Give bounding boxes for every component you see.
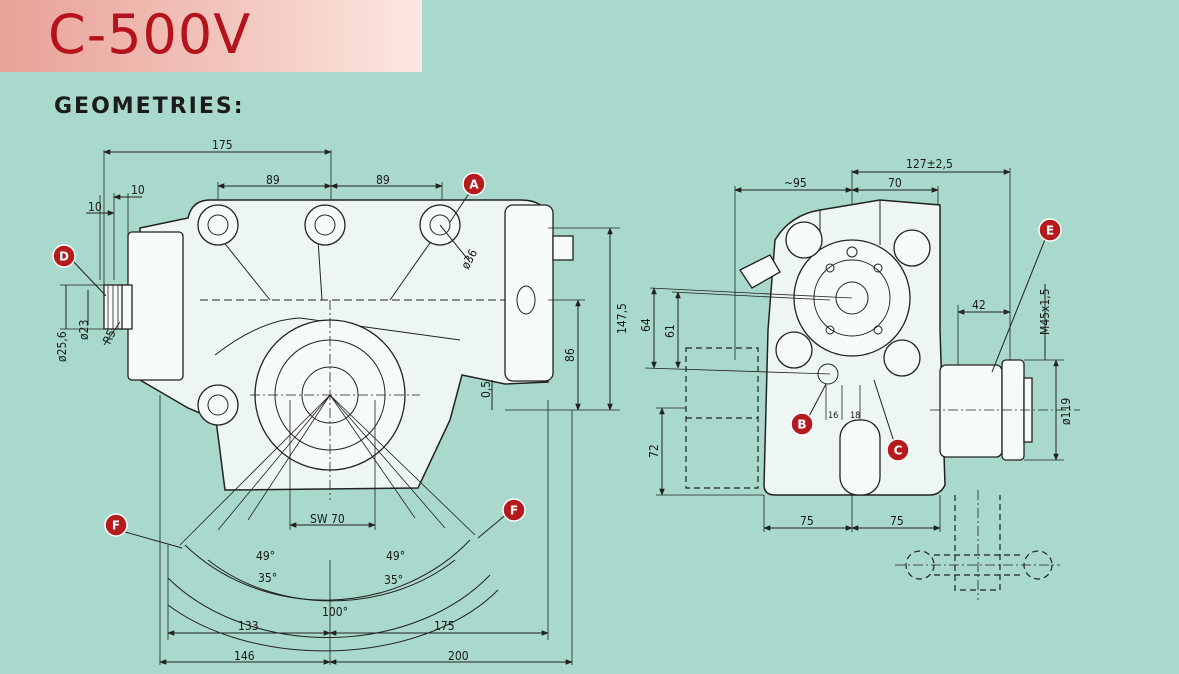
marker-f-right: F (502, 498, 526, 522)
svg-text:F: F (510, 504, 518, 518)
dim-42: 42 (972, 298, 986, 312)
dim-133: 133 (238, 619, 259, 633)
svg-text:F: F (112, 519, 120, 533)
svg-text:E: E (1046, 224, 1054, 238)
svg-text:D: D (59, 250, 69, 264)
dim-127: 127±2,5 (906, 157, 953, 171)
dim-d25-6: ø25,6 (55, 331, 69, 362)
dim-18: 18 (850, 411, 860, 421)
dim-61: 61 (663, 324, 677, 338)
dim-r5: R5 (100, 327, 119, 346)
dim-89-right: 89 (376, 173, 390, 187)
marker-e: E (1038, 218, 1062, 242)
dim-d119: ø119 (1059, 398, 1073, 425)
model-title: C-500V (48, 3, 252, 66)
dim-0-5: 0,5 (479, 381, 493, 398)
dim-147-5: 147,5 (615, 303, 629, 334)
side-view: 127±2,5 ~95 70 (639, 157, 1080, 600)
dim-10-b: 10 (88, 200, 102, 214)
marker-d: D (52, 244, 76, 268)
dim-175-bottom: 175 (434, 619, 455, 633)
angle-35-right: 35° (384, 573, 403, 587)
dim-86: 86 (563, 348, 577, 362)
dim-175-top: 175 (212, 138, 233, 152)
angle-49-right: 49° (386, 549, 405, 563)
dim-95: ~95 (784, 176, 807, 190)
dim-sw70: SW 70 (310, 512, 345, 526)
section-heading: GEOMETRIES: (54, 94, 245, 119)
svg-text:A: A (469, 178, 479, 192)
svg-text:C: C (894, 444, 903, 458)
dim-m45: M45x1,5 (1038, 288, 1052, 335)
dim-10-a: 10 (131, 183, 145, 197)
front-view: SW 70 49° 49° 35° 35° 100° 175 89 89 10 … (55, 138, 629, 665)
dim-146: 146 (234, 649, 255, 663)
dim-89-left: 89 (266, 173, 280, 187)
dim-200: 200 (448, 649, 469, 663)
dim-72: 72 (647, 444, 661, 458)
marker-a: A (462, 172, 486, 196)
dim-75-right: 75 (890, 514, 904, 528)
title-banner: C-500V (0, 0, 422, 72)
dim-16: 16 (828, 411, 838, 421)
dim-64: 64 (639, 318, 653, 332)
marker-f-left: F (104, 513, 128, 537)
angle-35-left: 35° (258, 571, 277, 585)
angle-49-left: 49° (256, 549, 275, 563)
marker-b: B (790, 412, 814, 436)
angle-100: 100° (322, 605, 348, 619)
svg-text:B: B (797, 418, 806, 432)
dim-75-left: 75 (800, 514, 814, 528)
marker-c: C (886, 438, 910, 462)
dim-70: 70 (888, 176, 902, 190)
dim-d23: ø23 (77, 320, 91, 340)
